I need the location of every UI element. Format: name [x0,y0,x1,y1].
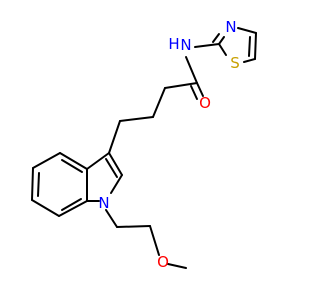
svg-text:H: H [168,35,179,53]
svg-text:N: N [180,36,191,54]
bond [164,82,198,89]
bond [237,27,257,34]
bond-inner [37,172,40,197]
bond [149,225,160,256]
molecule-structure-canvas: N H N S O N O [31,18,257,271]
bond [59,152,88,170]
amide-nh-label: N H [168,35,191,54]
bond [119,116,154,122]
bond [190,85,198,100]
bond [218,43,227,56]
bond [110,174,123,194]
amide-o-label: O [199,94,211,112]
bond [86,152,110,170]
bond-inner [105,158,118,178]
bonds [31,27,257,269]
thiazole-n-label: N [225,18,236,36]
bond [194,43,220,48]
atom-labels: N H N S O N O [98,18,239,271]
bond [108,120,121,154]
bond [196,82,204,97]
bond [31,167,34,201]
bond-inner [61,198,82,211]
bond [254,32,257,60]
bond [243,58,256,63]
indole-n-label: N [98,194,109,212]
thiazole-s-label: S [230,54,240,72]
bond [248,36,251,57]
bond [116,225,151,228]
bond [152,87,166,118]
bond [58,200,88,217]
ether-o-label: O [157,253,169,271]
bond [108,152,123,176]
bond-inner [61,159,83,173]
bond [185,56,198,84]
bond [167,263,187,269]
bond [212,33,220,43]
bond [31,199,60,217]
bond [218,36,225,45]
bond [105,209,118,228]
molecule-drawing: N H N S O N O [31,18,257,271]
bond [32,152,61,169]
